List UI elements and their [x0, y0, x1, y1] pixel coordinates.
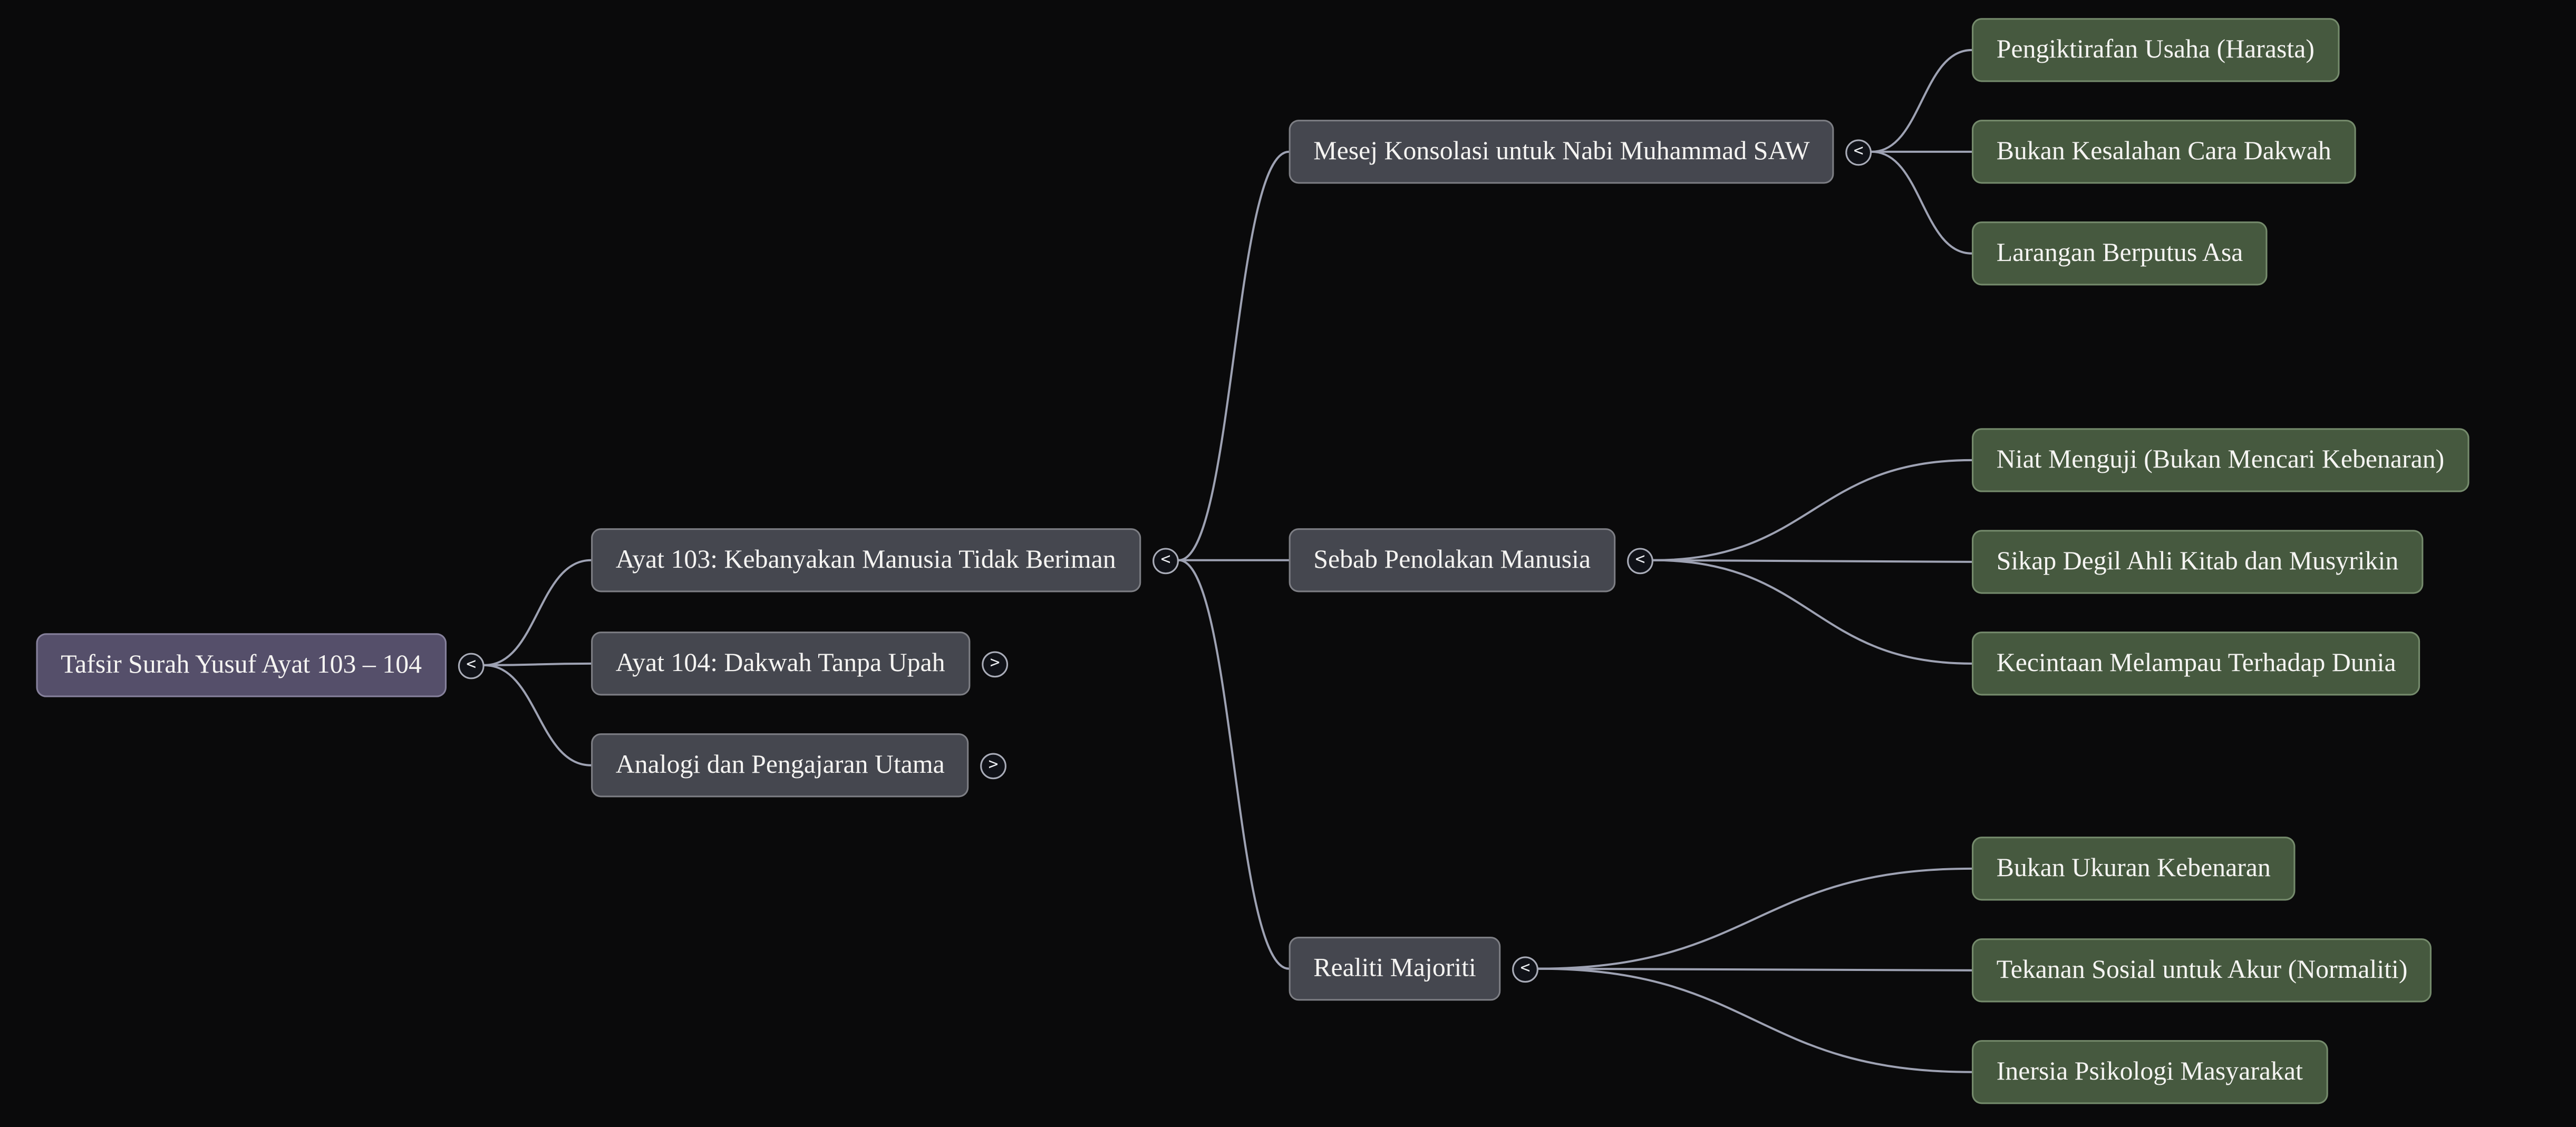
node-label: Kecintaan Melampau Terhadap Dunia	[1996, 649, 2396, 678]
expand-toggle-icon[interactable]: >	[982, 650, 1009, 677]
collapse-toggle-icon[interactable]: <	[1153, 547, 1179, 574]
node-label: Sebab Penolakan Manusia	[1313, 546, 1591, 575]
edge-sebab-kecintaan	[1652, 559, 1973, 665]
mindmap-node-sebab[interactable]: Sebab Penolakan Manusia	[1289, 528, 1615, 592]
node-label: Ayat 104: Dakwah Tanpa Upah	[615, 649, 945, 678]
edge-realiti-tekanan	[1537, 967, 1973, 971]
mindmap-node-mesej[interactable]: Mesej Konsolasi untuk Nabi Muhammad SAW	[1289, 120, 1835, 184]
mindmap-node-pengiktirafan[interactable]: Pengiktirafan Usaha (Harasta)	[1972, 18, 2339, 82]
mindmap-node-tekanan[interactable]: Tekanan Sosial untuk Akur (Normaliti)	[1972, 938, 2433, 1003]
mindmap-node-niat[interactable]: Niat Menguji (Bukan Mencari Kebenaran)	[1972, 428, 2469, 492]
mindmap-node-ayat103[interactable]: Ayat 103: Kebanyakan Manusia Tidak Berim…	[591, 528, 1141, 592]
mindmap-node-bukan-ukuran[interactable]: Bukan Ukuran Kebenaran	[1972, 837, 2296, 901]
mindmap-node-kecintaan[interactable]: Kecintaan Melampau Terhadap Dunia	[1972, 631, 2421, 696]
edge-sebab-sikap	[1652, 559, 1973, 563]
expand-toggle-icon[interactable]: >	[980, 752, 1006, 779]
node-label: Bukan Kesalahan Cara Dakwah	[1996, 138, 2331, 166]
node-label: Sikap Degil Ahli Kitab dan Musyrikin	[1996, 548, 2399, 576]
edge-root-ayat103	[483, 559, 593, 666]
mindmap-node-larangan[interactable]: Larangan Berputus Asa	[1972, 221, 2268, 286]
node-label: Larangan Berputus Asa	[1996, 239, 2243, 268]
mindmap-node-ayat104[interactable]: Ayat 104: Dakwah Tanpa Upah	[591, 631, 970, 696]
edge-realiti-inersia	[1537, 967, 1973, 1073]
edge-mesej-pengiktirafan	[1871, 48, 1973, 153]
edge-ayat103-mesej	[1177, 150, 1290, 561]
collapse-toggle-icon[interactable]: <	[1845, 138, 1872, 165]
node-label: Pengiktirafan Usaha (Harasta)	[1996, 36, 2314, 64]
collapse-toggle-icon[interactable]: <	[1512, 955, 1538, 982]
node-label: Mesej Konsolasi untuk Nabi Muhammad SAW	[1313, 138, 1810, 166]
node-label: Niat Menguji (Bukan Mencari Kebenaran)	[1996, 446, 2445, 474]
node-label: Tekanan Sosial untuk Akur (Normaliti)	[1996, 956, 2408, 985]
mindmap-node-realiti[interactable]: Realiti Majoriti	[1289, 937, 1501, 1001]
node-label: Analogi dan Pengajaran Utama	[615, 751, 945, 780]
edge-root-ayat104	[483, 662, 593, 666]
node-label: Tafsir Surah Yusuf Ayat 103 – 104	[61, 651, 422, 679]
edge-root-analogi	[483, 664, 593, 766]
node-label: Realiti Majoriti	[1313, 955, 1476, 983]
collapse-toggle-icon[interactable]: <	[1627, 547, 1653, 574]
edge-ayat103-realiti	[1177, 559, 1290, 970]
edge-realiti-bukan-ukuran	[1537, 867, 1973, 970]
mindmap-node-root[interactable]: Tafsir Surah Yusuf Ayat 103 – 104	[36, 633, 447, 697]
node-label: Bukan Ukuran Kebenaran	[1996, 854, 2271, 883]
node-label: Inersia Psikologi Masyarakat	[1996, 1058, 2303, 1086]
node-label: Ayat 103: Kebanyakan Manusia Tidak Berim…	[615, 546, 1116, 575]
collapse-toggle-icon[interactable]: <	[458, 652, 485, 678]
edge-mesej-larangan	[1871, 150, 1973, 255]
mindmap-node-bukan-kesalahan[interactable]: Bukan Kesalahan Cara Dakwah	[1972, 120, 2356, 184]
edge-sebab-niat	[1652, 459, 1973, 561]
mindmap-node-inersia[interactable]: Inersia Psikologi Masyarakat	[1972, 1040, 2328, 1104]
mindmap-node-sikap[interactable]: Sikap Degil Ahli Kitab dan Musyrikin	[1972, 530, 2424, 594]
mindmap-node-analogi[interactable]: Analogi dan Pengajaran Utama	[591, 733, 970, 798]
